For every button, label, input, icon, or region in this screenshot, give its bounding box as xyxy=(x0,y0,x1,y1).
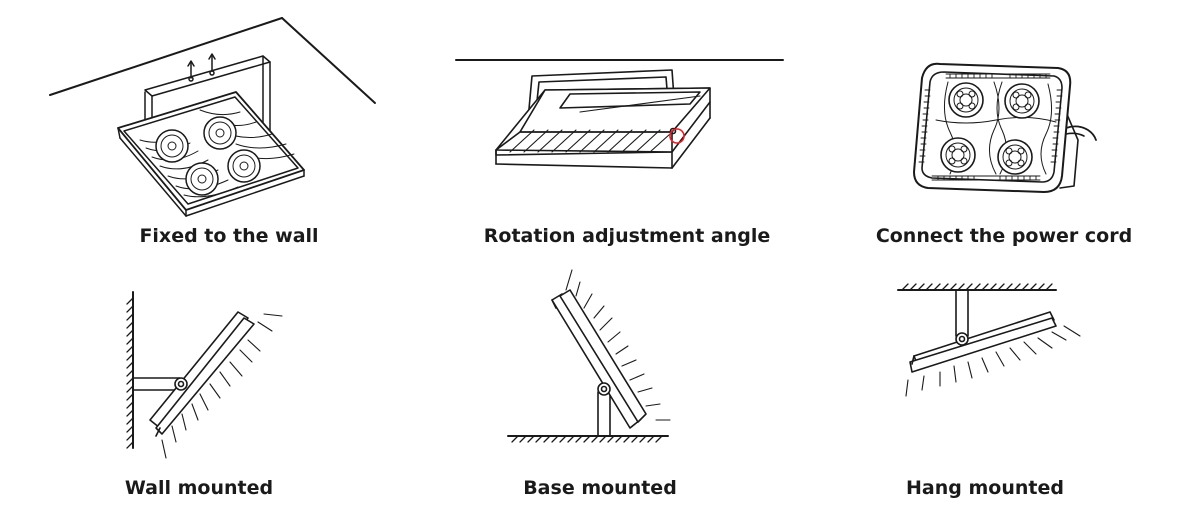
hang-mounted-illustration xyxy=(897,283,1081,397)
caption-fixed-to-wall: Fixed to the wall xyxy=(139,225,319,247)
caption-base-mounted: Base mounted xyxy=(523,477,677,499)
caption-wall-mounted: Wall mounted xyxy=(124,477,274,499)
base-mounted-illustration xyxy=(507,269,671,443)
rotation-adjustment-illustration xyxy=(455,59,784,169)
fixed-to-wall-illustration xyxy=(49,17,376,217)
caption-connect-power-cord: Connect the power cord xyxy=(875,225,1133,247)
power-cord-illustration xyxy=(913,62,1097,193)
wall-mounted-illustration xyxy=(126,291,283,459)
caption-rotation-adjustment: Rotation adjustment angle xyxy=(483,225,771,247)
caption-hang-mounted: Hang mounted xyxy=(906,477,1064,499)
